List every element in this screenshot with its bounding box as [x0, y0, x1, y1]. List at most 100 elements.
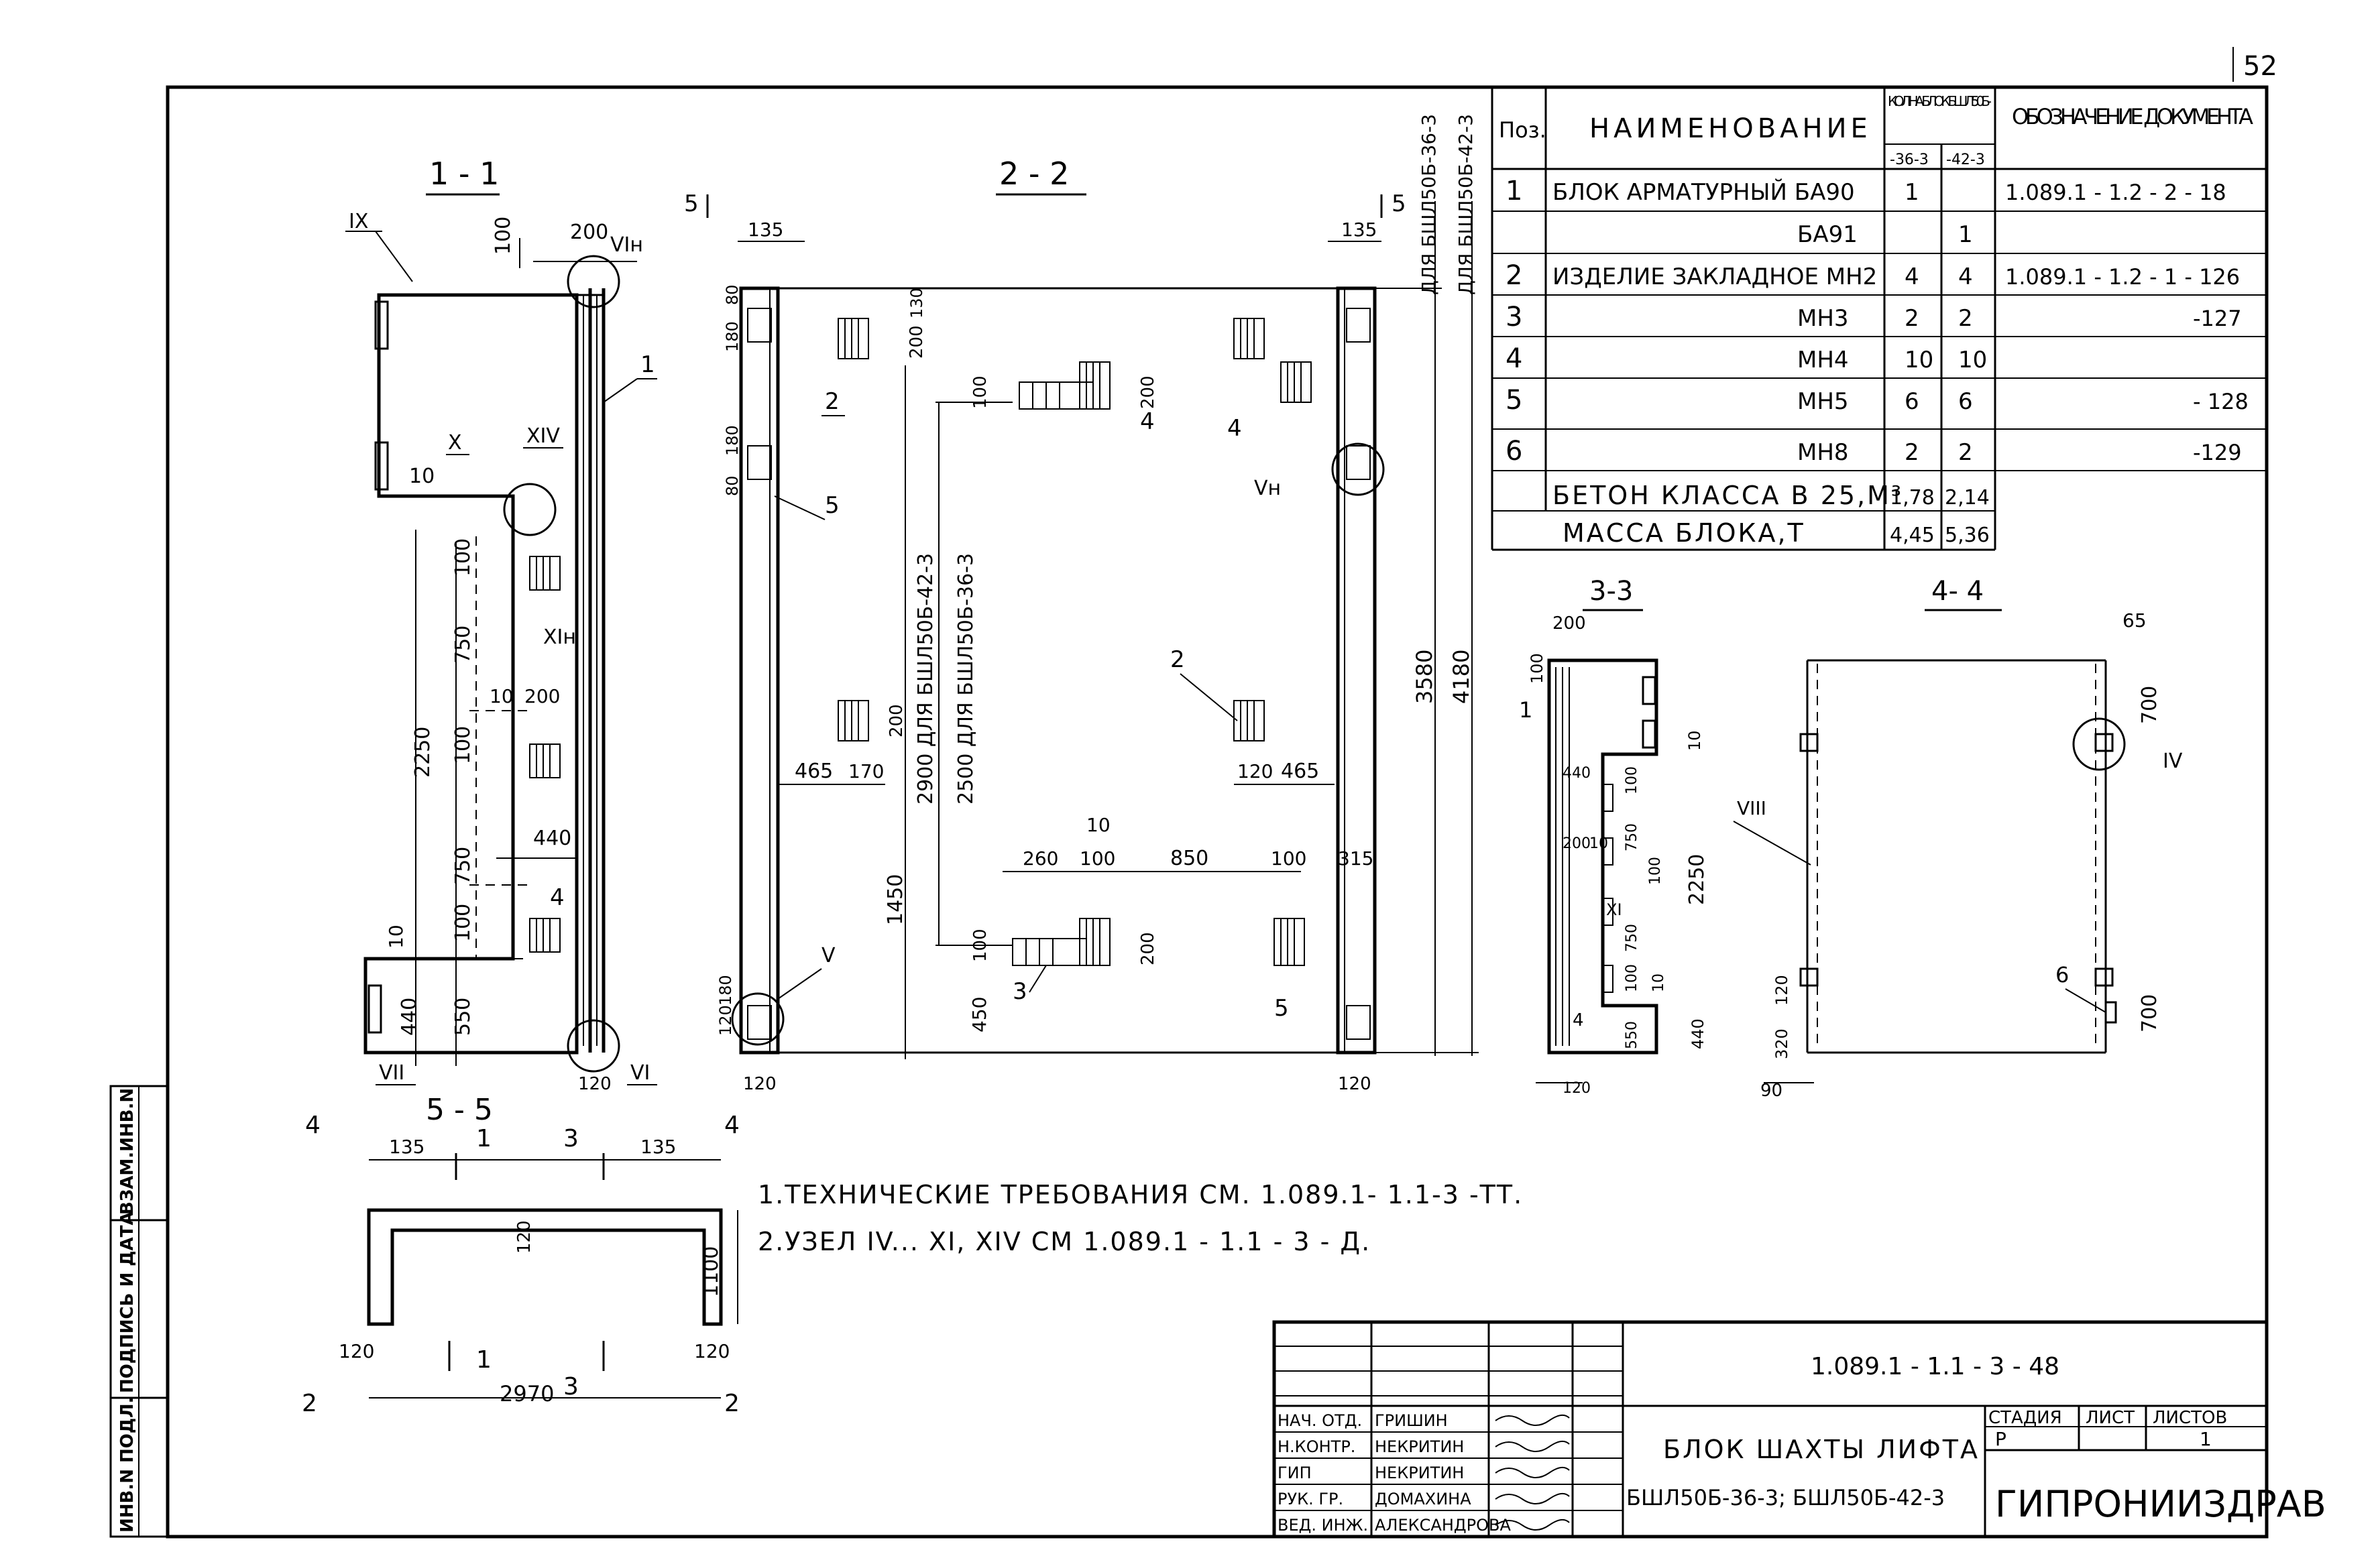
dim-65-a: 65 — [2122, 609, 2147, 632]
dim-320-a: 320 — [1772, 1028, 1791, 1059]
section-4-4: 4- 4 65 700 IV VIII 6 120 320 700 90 — [1733, 576, 2183, 1101]
dim-90-a: 90 — [1760, 1081, 1782, 1101]
section-5-5-title: 5 - 5 — [426, 1093, 493, 1127]
dim-440-b: 440 — [398, 998, 421, 1036]
dim-315-a: 315 — [1338, 847, 1373, 870]
node-XI: XI — [1606, 900, 1622, 919]
dim-465-a: 465 — [795, 760, 833, 783]
spec-row-qty-a: 1 — [1905, 179, 1919, 206]
dim-4180-a: 4180 — [1449, 650, 1474, 704]
pos-4-d: 4 — [1573, 1010, 1584, 1030]
spec-row-pos: 2 — [1506, 260, 1522, 291]
dim-135-b: 135 — [1341, 219, 1377, 241]
spec-row-name: МН4 — [1797, 347, 1849, 373]
spec-row-pos: 6 — [1506, 436, 1522, 467]
node-IX: IX — [349, 210, 368, 233]
spec-row-qty-a: 6 — [1905, 388, 1919, 415]
dim-200-g: 200 — [1552, 613, 1586, 634]
concrete-name: БЕТОН КЛАССА В 25,М³ — [1552, 481, 1903, 510]
dim-100-f: 100 — [1080, 847, 1115, 870]
spec-table: Поз. НАИМЕНОВАНИЕ КОЛ.НА БЛОК БШЛ50Б- -3… — [1491, 87, 2268, 551]
signature-mark — [1495, 1440, 1570, 1452]
concrete-a: 1,78 — [1890, 486, 1935, 510]
section-5-5: 5 - 5 135 135 120 1100 120 120 2970 1 3 … — [302, 1093, 740, 1417]
cut-4-b: 4 — [724, 1112, 740, 1139]
dim-550-a: 550 — [451, 998, 475, 1036]
spec-row-qty-b: 2 — [1958, 305, 1973, 332]
section-2-2-title: 2 - 2 — [999, 156, 1069, 192]
dim-180-c: 180 — [716, 975, 735, 1006]
dim-10-d: 10 — [1086, 814, 1111, 836]
dim-2250-b: 2250 — [1685, 854, 1709, 905]
stamp-replace-inv: ВЗАМ.ИНВ.N — [117, 1088, 137, 1215]
side-stamp: ВЗАМ.ИНВ.N ПОДПИСЬ И ДАТА ИНВ.N ПОДЛ. — [109, 1085, 169, 1538]
dim-750-d: 750 — [1624, 924, 1640, 952]
node-VI: VI — [630, 1061, 650, 1085]
node-V: V — [821, 944, 836, 967]
dim-135-c: 135 — [389, 1136, 424, 1158]
pos-3-a: 3 — [1013, 978, 1027, 1005]
spec-row-qty-a: 2 — [1905, 305, 1919, 332]
node-IV: IV — [2163, 750, 2183, 773]
dim-200-b: 200 — [524, 685, 560, 707]
mass-b: 5,36 — [1945, 524, 1990, 547]
dim-450-a: 450 — [968, 997, 990, 1032]
title-name-2: БШЛ50Б-36-3; БШЛ50Б-42-3 — [1626, 1485, 1945, 1510]
cut-2-a: 2 — [302, 1390, 317, 1417]
title-stage-header: СТАДИЯ — [1988, 1408, 2062, 1428]
dim-120-b: 120 — [1237, 760, 1273, 782]
title-org: ГИПРОНИИЗДРАВ — [1995, 1483, 2326, 1525]
title-code: 1.089.1 - 1.1 - 3 - 48 — [1811, 1353, 2059, 1380]
label-for36: ДЛЯ БШЛ50Б-36-3 — [1418, 114, 1440, 295]
title-sheets: 1 — [2200, 1428, 2212, 1450]
spec-row-qty-a: 2 — [1905, 439, 1919, 466]
dim-100-l: 100 — [1624, 964, 1640, 992]
dim-465-b: 465 — [1281, 760, 1319, 783]
dim-100-k: 100 — [1647, 857, 1664, 885]
spec-row-pos: 1 — [1506, 176, 1522, 206]
dim-750-a: 750 — [451, 626, 475, 664]
sheet-frame — [166, 85, 2269, 1539]
node-Vн: Vн — [1254, 477, 1281, 500]
spec-row-qty-b: 1 — [1958, 221, 1973, 248]
section-1-1: 1 - 1 200 100 10 100 750 225 — [345, 156, 657, 1094]
dim-120-h: 120 — [514, 1220, 534, 1254]
note-1: 1.ТЕХНИЧЕСКИЕ ТРЕБОВАНИЯ СМ. 1.089.1- 1.… — [758, 1180, 1523, 1209]
dim-120-e: 120 — [1338, 1074, 1371, 1094]
page-number: 52 — [2243, 51, 2277, 82]
dim-100-j: 100 — [1624, 766, 1640, 794]
note-2: 2.УЗЕЛ IV... XI, XIV СМ 1.089.1 - 1.1 - … — [758, 1227, 1371, 1256]
dim-10-c: 10 — [385, 925, 407, 949]
title-role: ГИП — [1278, 1464, 1312, 1482]
node-XIн: XIн — [543, 626, 576, 649]
section-2-2: 2 - 2 — [684, 114, 1479, 1094]
title-person: ГРИШИН — [1375, 1411, 1448, 1430]
spec-row-doc: 1.089.1 - 1.2 - 1 - 126 — [2005, 264, 2240, 290]
spec-row-pos: 5 — [1506, 385, 1522, 416]
cut-2-b: 2 — [724, 1390, 740, 1417]
cut-3-b: 3 — [563, 1373, 579, 1401]
dim-100-g: 100 — [1271, 847, 1306, 870]
dim-100-h: 100 — [970, 929, 990, 962]
concrete-b: 2,14 — [1945, 486, 1990, 510]
dim-3580-a: 3580 — [1412, 650, 1437, 704]
dim-10-b: 10 — [490, 685, 514, 707]
signature-mark — [1495, 1414, 1570, 1426]
section-3-3-title: 3-3 — [1589, 576, 1633, 607]
dim-100-b: 100 — [451, 538, 475, 577]
dim-120-a: 120 — [578, 1074, 612, 1094]
spec-row-name: МН3 — [1797, 305, 1849, 332]
dim-260-a: 260 — [1023, 847, 1058, 870]
dim-1100-a: 1100 — [699, 1246, 723, 1297]
cut-3-a: 3 — [563, 1125, 579, 1152]
signature-mark — [1495, 1519, 1570, 1531]
dim-10-f: 10 — [1589, 835, 1608, 852]
dim-80-a: 80 — [723, 284, 742, 305]
dim-120-c: 120 — [716, 1005, 735, 1036]
pos-2-a: 2 — [825, 388, 840, 415]
spec-row-pos: 4 — [1506, 343, 1522, 374]
dim-200-c: 200 — [907, 325, 927, 359]
th-qty-a: -36-3 — [1890, 152, 1929, 168]
dim-2900-label: 2900 ДЛЯ БШЛ50Б-42-3 — [914, 553, 938, 805]
